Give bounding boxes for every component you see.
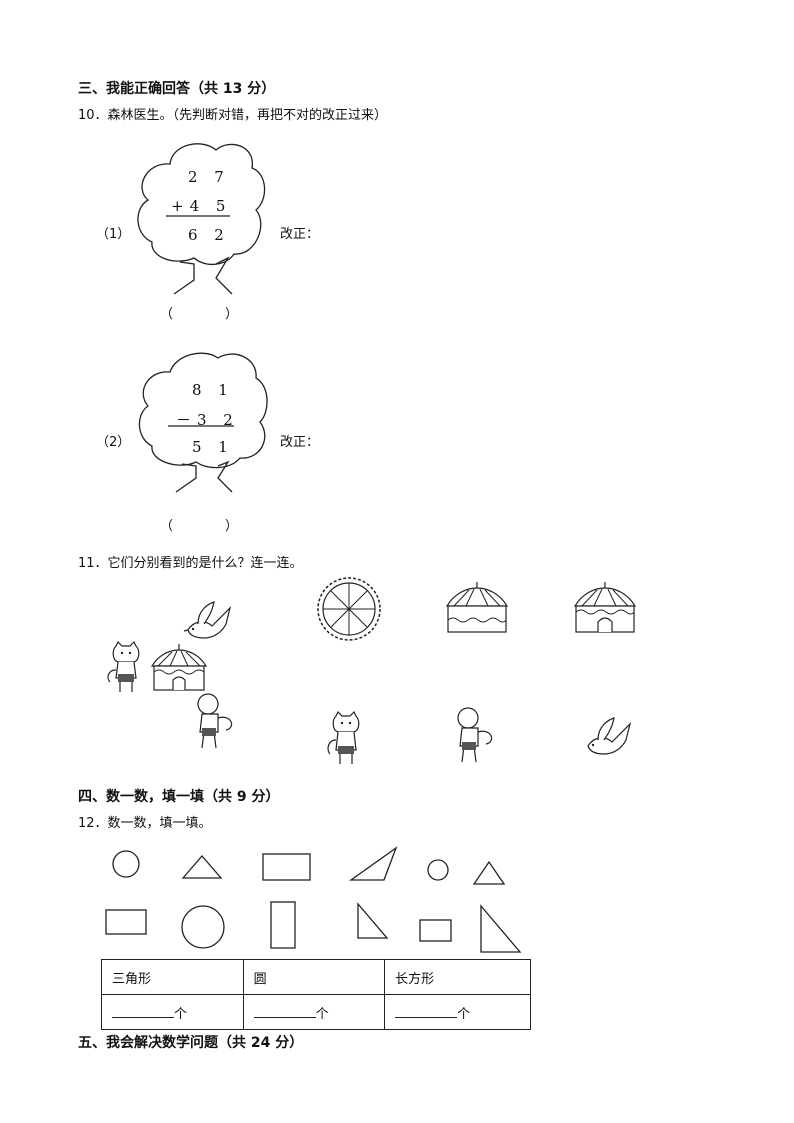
answer-blank[interactable] xyxy=(253,1005,316,1018)
tiger-icon[interactable] xyxy=(104,640,144,696)
item-2-label: （2） xyxy=(96,435,131,450)
answer-cell-triangle[interactable]: 个 xyxy=(101,994,244,1030)
answer-blank[interactable] xyxy=(112,1005,174,1018)
shape-circle xyxy=(112,850,140,878)
question-12-prompt: 12．数一数，填一填。 xyxy=(78,816,212,831)
tree-1-operation: +4 5 xyxy=(171,197,232,215)
answer-blank[interactable] xyxy=(395,1005,458,1018)
item-1-label: （1） xyxy=(96,227,131,242)
header-circle: 圆 xyxy=(242,959,386,995)
tree-1-top-number: 2 7 xyxy=(188,168,230,186)
item-2-judgement-blank[interactable]: （） xyxy=(160,519,239,534)
tent-side-view-icon[interactable] xyxy=(444,580,510,636)
unit-label: 个 xyxy=(315,1006,329,1022)
tree-1-illustration xyxy=(137,143,266,295)
shape-triangle xyxy=(357,902,389,939)
bird-observer-icon[interactable] xyxy=(584,716,634,760)
tent-front-view-icon[interactable] xyxy=(572,580,638,636)
shape-circle xyxy=(181,905,225,949)
question-10-prompt: 10．森林医生。（先判断对错，再把不对的改正过来） xyxy=(78,108,388,123)
shapes-panel xyxy=(105,846,522,953)
item-1-judgement-blank[interactable]: （） xyxy=(160,307,239,322)
section-heading-4: 四、数一数，填一填（共 9 分） xyxy=(78,789,280,805)
tree-2-result: 5 1 xyxy=(192,438,234,456)
shape-triangle xyxy=(348,846,398,881)
answer-cell-circle[interactable]: 个 xyxy=(242,994,386,1030)
answer-cell-rectangle[interactable]: 个 xyxy=(384,994,531,1030)
header-triangle: 三角形 xyxy=(101,959,244,995)
item-2-fix-label: 改正： xyxy=(280,435,320,450)
shape-circle xyxy=(427,859,449,881)
shape-rectangle xyxy=(262,853,311,881)
bird-icon[interactable] xyxy=(183,600,234,644)
count-table: 三角形 圆 长方形 个 个 个 xyxy=(101,959,531,1030)
shape-triangle xyxy=(472,860,506,885)
item-1-fix-label: 改正： xyxy=(280,227,320,242)
shape-triangle xyxy=(181,855,223,879)
tree-2-top-number: 8 1 xyxy=(192,381,234,399)
shape-rectangle xyxy=(419,919,452,942)
unit-label: 个 xyxy=(457,1006,471,1022)
section-heading-3: 三、我能正确回答（共 13 分） xyxy=(78,81,276,97)
circus-tent-icon[interactable] xyxy=(150,642,208,694)
tree-1-result: 6 2 xyxy=(188,226,230,244)
shape-triangle xyxy=(480,904,522,953)
question-11-prompt: 11．它们分别看到的是什么？连一连。 xyxy=(78,556,303,571)
tree-2-operation: －3 2 xyxy=(176,411,239,429)
shape-rectangle xyxy=(105,909,147,935)
tree-2-illustration xyxy=(138,352,268,493)
header-rectangle: 长方形 xyxy=(384,959,531,995)
monkey-observer-icon[interactable] xyxy=(452,706,500,768)
unit-label: 个 xyxy=(174,1006,188,1022)
monkey-icon[interactable] xyxy=(192,692,240,754)
shape-rectangle xyxy=(270,901,296,949)
section-heading-5: 五、我会解决数学问题（共 24 分） xyxy=(78,1035,304,1051)
ferris-wheel-top-view-icon[interactable] xyxy=(312,576,386,642)
tiger-observer-icon[interactable] xyxy=(324,710,364,768)
